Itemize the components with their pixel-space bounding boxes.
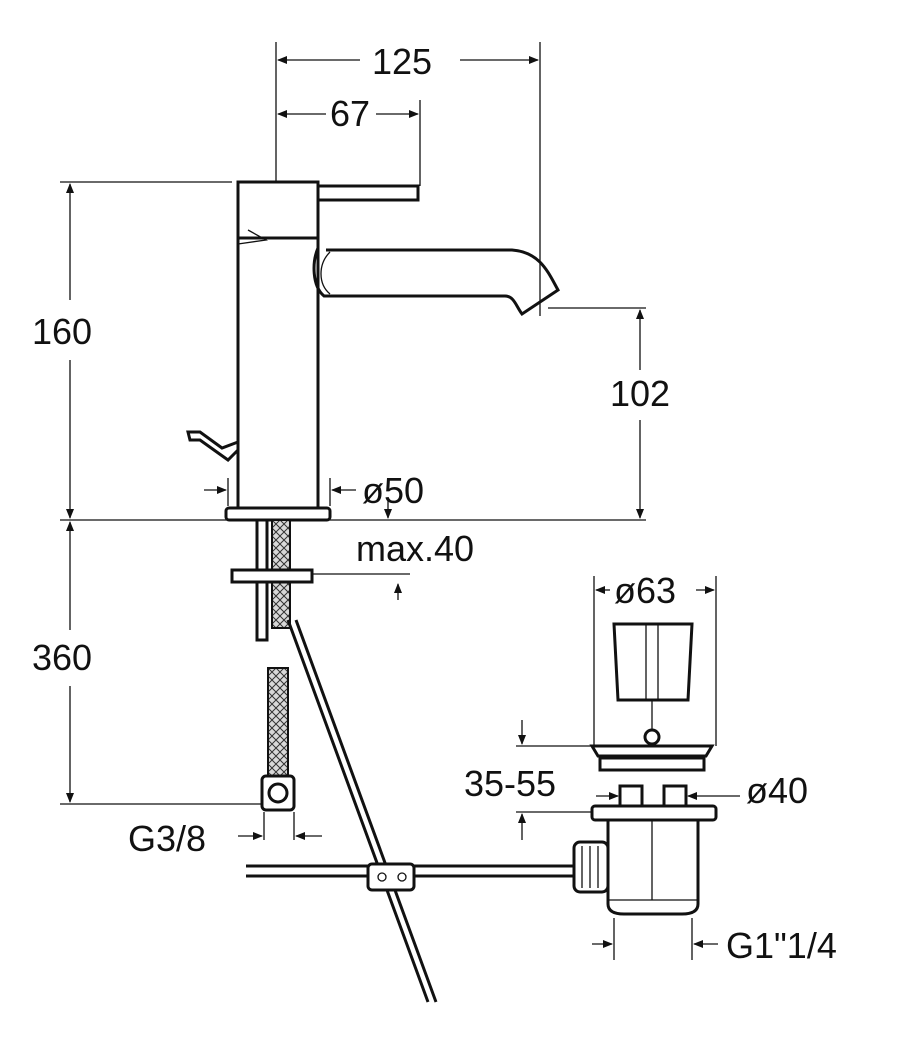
dimension-overall-reach: 125	[372, 41, 432, 82]
dimension-lever-reach: 67	[330, 93, 370, 134]
under-deck-fittings	[230, 518, 590, 1003]
dimension-waste-thread: G1"1/4	[726, 925, 837, 966]
dimension-hose-length: 360	[32, 637, 92, 678]
pop-up-waste	[572, 622, 718, 916]
dimension-waste-head-diameter: ø63	[614, 570, 676, 611]
dimension-hose-connection: G3/8	[128, 818, 206, 859]
dimension-base-diameter: ø50	[362, 470, 424, 511]
dimension-total-height: 160	[32, 311, 92, 352]
faucet-body	[186, 180, 560, 522]
dimension-waste-diameter: ø40	[746, 770, 808, 811]
dimension-lines	[60, 42, 740, 960]
dimension-waste-clamp-range: 35-55	[464, 763, 556, 804]
dimension-spout-height: 102	[610, 373, 670, 414]
dimension-max-deck-thickness: max.40	[356, 528, 474, 569]
